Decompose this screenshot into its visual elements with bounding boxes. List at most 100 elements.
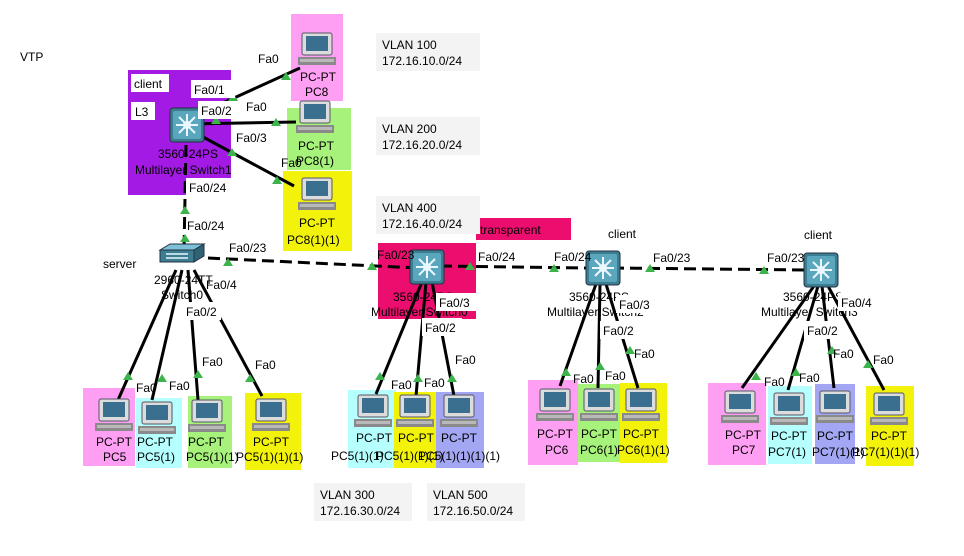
pc-icon[interactable] (720, 390, 760, 424)
vtp-role-label: server (103, 257, 136, 271)
port-marker (625, 346, 635, 354)
port-marker (271, 118, 281, 126)
link (186, 269, 200, 401)
link (439, 264, 589, 270)
pc-icon[interactable] (94, 398, 134, 432)
vlan-name: VLAN 500 (433, 488, 488, 502)
port-label: Fa0 (169, 379, 190, 393)
port-labels: Fa0 Fa0/1 Fa0/2 Fa0 Fa0/3 Fa0 Fa0/24 Fa0… (136, 52, 894, 395)
port-label: Fa0 (764, 375, 785, 389)
port-label: Fa0/2 (425, 321, 456, 335)
port-label: Fa0/24 (478, 250, 516, 264)
pc-type-label: PC-PT (299, 216, 336, 230)
vlan-name: VLAN 400 (382, 201, 437, 215)
pc-icon[interactable] (621, 388, 661, 422)
pc-type-label: PC-PT (253, 435, 290, 449)
pc-name-label: PC5(1)(1) (331, 449, 384, 463)
pc-icon[interactable] (297, 32, 337, 66)
area-sub-label: L3 (135, 105, 149, 119)
port-marker (791, 368, 801, 376)
pc-icon[interactable] (439, 394, 479, 428)
pc-type-label: PC-PT (537, 427, 574, 441)
port-label: Fa0/23 (229, 241, 267, 255)
port-marker (447, 374, 457, 382)
port-label: Fa0 (455, 353, 476, 367)
port-label: Fa0/23 (653, 251, 691, 265)
vlan-note: VLAN 300 172.16.30.0/24 (314, 483, 412, 521)
pc-icon[interactable] (297, 177, 337, 211)
link (740, 285, 816, 389)
device-model-label: 2960-24TT (154, 273, 213, 287)
transparent-area: transparent (378, 218, 571, 319)
vlan-subnet: 172.16.50.0/24 (433, 504, 513, 518)
vlan-name: VLAN 300 (320, 488, 375, 502)
pc-icon[interactable] (187, 399, 227, 433)
port-label: Fa0/3 (619, 298, 650, 312)
pc-icon[interactable] (769, 392, 809, 426)
link (826, 285, 886, 391)
vlan-subnet: 172.16.10.0/24 (382, 54, 462, 68)
port-marker (223, 258, 233, 266)
pc-icon[interactable] (353, 394, 393, 428)
port-label: Fa0/4 (841, 296, 872, 310)
port-label: Fa0 (136, 381, 157, 395)
pc-name-label: PC7(1)(1) (812, 445, 865, 459)
link (611, 266, 811, 272)
vtp-role-label: client (804, 228, 833, 242)
device-name-label: Switch0 (161, 288, 203, 302)
pc-type-label: PC-PT (137, 435, 174, 449)
pc-type-label: PC-PT (441, 431, 478, 445)
port-label: Fa0 (634, 347, 655, 361)
port-marker (561, 368, 571, 376)
port-marker (375, 372, 385, 380)
pc-name-label: PC5 (103, 450, 127, 464)
pc-icon[interactable] (579, 388, 619, 422)
pc-type-label: PC-PT (581, 427, 618, 441)
pc-name-label: PC7(1) (768, 445, 806, 459)
port-marker (645, 264, 655, 272)
link (189, 120, 297, 126)
switch-icon[interactable] (159, 243, 205, 263)
device-model-label: 3560-24PS (158, 147, 218, 161)
diagram-title: VTP (20, 50, 43, 64)
vtp-role-label: client (608, 227, 637, 241)
pc-name-label: PC6(1)(1) (617, 443, 670, 457)
port-label: Fa0 (873, 353, 894, 367)
port-label: Fa0/24 (554, 250, 592, 264)
port-label: Fa0 (255, 358, 276, 372)
port-marker (245, 374, 255, 382)
pc-icon[interactable] (395, 394, 435, 428)
port-label: Fa0 (833, 347, 854, 361)
port-label: Fa0 (246, 100, 267, 114)
pc-icon[interactable] (815, 390, 855, 424)
device-name-label: Multilayer Switch3 (761, 305, 858, 319)
device-model-label: 3560-24PS (783, 290, 843, 304)
port-marker (549, 264, 559, 272)
port-marker (157, 374, 167, 382)
multilayer-switch-icon[interactable] (409, 249, 445, 285)
pc-icon[interactable] (869, 392, 909, 426)
pc-icon[interactable] (137, 401, 177, 435)
device-model-label: 3560-24PS (569, 290, 629, 304)
port-label: Fa0/2 (807, 324, 838, 338)
port-label: Fa0 (424, 376, 445, 390)
pc-name-label: PC5(1) (137, 450, 175, 464)
area-role-label: client (134, 77, 163, 91)
link (192, 269, 264, 397)
vlan-subnet: 172.16.20.0/24 (382, 138, 462, 152)
port-label: Fa0 (799, 371, 820, 385)
pc-name-label: PC8 (305, 85, 329, 99)
port-marker (281, 72, 291, 80)
vlan-note: VLAN 200 172.16.20.0/24 (376, 117, 480, 155)
link (596, 283, 602, 389)
multilayer-switch-icon[interactable] (803, 252, 839, 288)
port-marker (465, 262, 475, 270)
port-marker (827, 346, 837, 354)
port-label: Fa0/2 (201, 104, 232, 118)
pc-icon[interactable] (535, 388, 575, 422)
port-label: Fa0 (391, 378, 412, 392)
pc-name-label: PC6(1) (580, 443, 618, 457)
pc-type-label: PC-PT (96, 435, 133, 449)
pc-icon[interactable] (295, 100, 335, 134)
pc-icon[interactable] (251, 398, 291, 432)
